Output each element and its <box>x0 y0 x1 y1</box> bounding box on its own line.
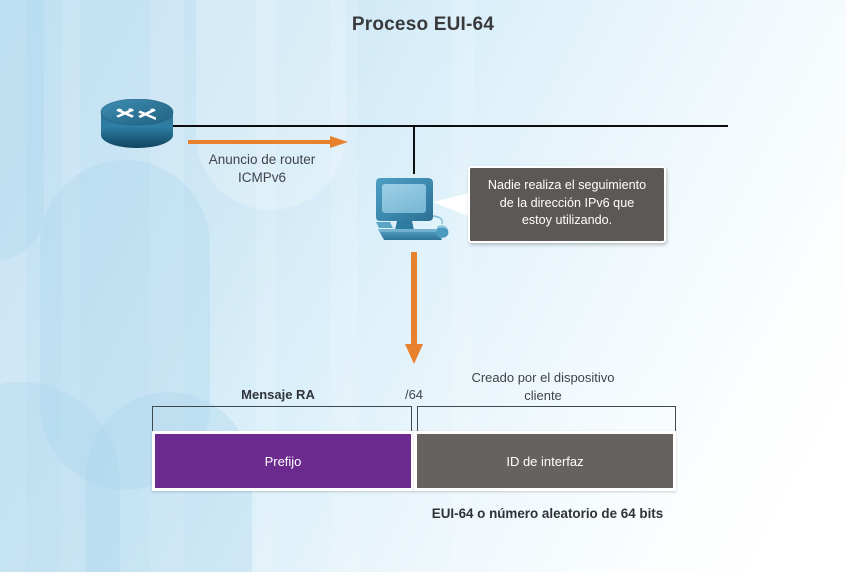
address-field-prefix-label: Prefijo <box>264 453 302 469</box>
page-title: Proceso EUI-64 <box>351 14 495 35</box>
ra-label-line1: Anuncio de router <box>208 152 316 167</box>
background-band <box>62 0 80 572</box>
ra-label-line2: ICMPv6 <box>237 170 286 185</box>
ra-arrow-label: Anuncio de router ICMPv6 <box>182 151 342 187</box>
background-pill <box>0 382 120 572</box>
label-created-line1: Creado por el dispositivo <box>471 370 615 385</box>
address-field-interface-id: ID de interfaz <box>414 431 676 491</box>
callout-tail <box>433 191 473 221</box>
label-mensaje-ra: Mensaje RA <box>241 387 315 402</box>
network-backbone-line <box>171 125 728 127</box>
callout-line1: Nadie realiza el seguimiento <box>487 178 647 192</box>
callout-line2: de la dirección IPv6 que <box>499 195 635 210</box>
router-icon <box>99 98 175 151</box>
background-band <box>0 0 26 572</box>
address-field-interface-id-label: ID de interfaz <box>506 453 584 469</box>
bracket-prefix <box>152 406 412 436</box>
callout-line3: estoy utilizando. <box>521 213 613 227</box>
arrow-right-icon <box>188 135 348 149</box>
address-field-prefix: Prefijo <box>152 431 414 491</box>
network-drop-line <box>413 126 415 174</box>
bracket-interface-id <box>417 406 676 436</box>
background-pill <box>0 0 44 260</box>
label-prefix-length: /64 <box>404 387 424 402</box>
diagram-caption: EUI-64 o número aleatorio de 64 bits <box>431 506 664 521</box>
speech-callout: Nadie realiza el seguimiento de la direc… <box>468 166 666 243</box>
arrow-down-icon <box>403 252 425 364</box>
label-created-line2: cliente <box>524 388 562 403</box>
desktop-computer-icon <box>376 172 454 244</box>
label-created-by-client: Creado por el dispositivo cliente <box>453 369 633 405</box>
